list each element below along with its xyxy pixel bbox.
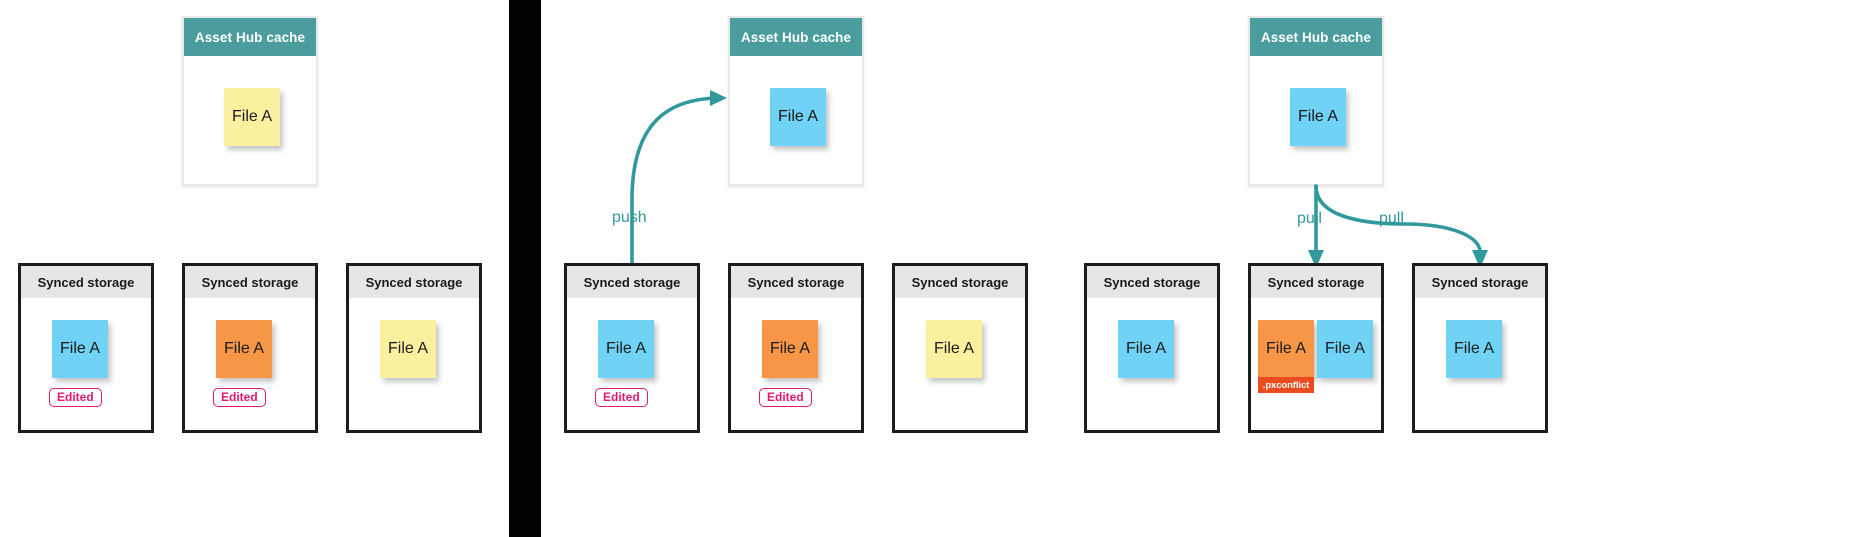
synced-storage-box-3[interactable]: Synced storage File A [892,263,1028,433]
file-note-yellow[interactable]: File A [926,320,982,378]
file-note-label: File A [1125,340,1166,357]
file-note-blue[interactable]: File A [1446,320,1502,378]
synced-storage-title-1: Synced storage [1087,266,1217,298]
synced-storage-body-2: File A .pxconflict File A [1251,298,1381,430]
synced-storage-title-3: Synced storage [349,266,479,298]
pxconflict-badge: .pxconflict [1258,377,1314,393]
synced-storage-title-3: Synced storage [1415,266,1545,298]
synced-storage-body-3: File A [895,298,1025,430]
asset-hub-cache-box[interactable]: Asset Hub cache File A [728,16,864,186]
synced-storage-body-3: File A [1415,298,1545,430]
file-note-label: File A [231,108,272,125]
synced-storage-body-1: File A Edited [21,298,151,430]
synced-storage-box-3[interactable]: Synced storage File A [1412,263,1548,433]
file-note-yellow[interactable]: File A [224,88,280,146]
file-note-label: File A [59,340,100,357]
edited-badge: Edited [213,388,266,407]
synced-storage-body-2: File A Edited [185,298,315,430]
synced-storage-title-1: Synced storage [21,266,151,298]
synced-storage-body-3: File A [349,298,479,430]
pull-arrow-label-1: pull [1297,210,1322,227]
file-note-blue[interactable]: File A [1317,320,1373,378]
panel-1-initial-edit: Asset Hub cache File A Synced storage Fi… [0,0,509,537]
edited-badge: Edited [595,388,648,407]
asset-hub-cache-title: Asset Hub cache [1250,18,1382,56]
file-note-yellow[interactable]: File A [380,320,436,378]
file-note-orange[interactable]: File A [216,320,272,378]
file-note-label: File A [1324,340,1365,357]
edited-badge: Edited [759,388,812,407]
asset-hub-cache-box[interactable]: Asset Hub cache File A [1248,16,1384,186]
synced-storage-body-2: File A Edited [731,298,861,430]
file-note-blue[interactable]: File A [1290,88,1346,146]
pull-arrow-label-2: pull [1379,210,1404,227]
file-note-label: File A [223,340,264,357]
file-note-label: File A [769,340,810,357]
file-note-label: File A [1265,340,1306,357]
synced-storage-title-2: Synced storage [1251,266,1381,298]
file-note-label: File A [1297,108,1338,125]
file-note-label: File A [933,340,974,357]
synced-storage-box-2[interactable]: Synced storage File A .pxconflict File A [1248,263,1384,433]
file-note-blue[interactable]: File A [52,320,108,378]
asset-hub-cache-title: Asset Hub cache [184,18,316,56]
file-note-label: File A [387,340,428,357]
pull-arrows [1308,184,1488,268]
file-note-label: File A [777,108,818,125]
file-note-blue[interactable]: File A [770,88,826,146]
panel-3-pull: Asset Hub cache File A pull pull Synced … [1060,0,1859,537]
file-note-orange[interactable]: File A [762,320,818,378]
synced-storage-title-3: Synced storage [895,266,1025,298]
synced-storage-box-2[interactable]: Synced storage File A Edited [728,263,864,433]
file-note-orange-conflict[interactable]: File A .pxconflict [1258,320,1314,393]
file-note-label: File A [605,340,646,357]
asset-hub-cache-title: Asset Hub cache [730,18,862,56]
synced-storage-box-1[interactable]: Synced storage File A [1084,263,1220,433]
edited-badge: Edited [49,388,102,407]
synced-storage-title-1: Synced storage [567,266,697,298]
asset-hub-cache-body: File A [1250,56,1382,184]
synced-storage-body-1: File A [1087,298,1217,430]
panel-2-push: Asset Hub cache File A push Synced stora… [541,0,1150,537]
synced-storage-box-3[interactable]: Synced storage File A [346,263,482,433]
push-arrow-label: push [612,209,647,226]
asset-hub-cache-box[interactable]: Asset Hub cache File A [182,16,318,186]
synced-storage-title-2: Synced storage [185,266,315,298]
synced-storage-box-1[interactable]: Synced storage File A Edited [564,263,700,433]
synced-storage-title-2: Synced storage [731,266,861,298]
panel-divider-1 [509,0,541,537]
file-note-blue[interactable]: File A [598,320,654,378]
file-note-blue[interactable]: File A [1118,320,1174,378]
synced-storage-box-2[interactable]: Synced storage File A Edited [182,263,318,433]
file-note-label: File A [1453,340,1494,357]
asset-hub-cache-body: File A [184,56,316,184]
asset-hub-cache-body: File A [730,56,862,184]
synced-storage-body-1: File A Edited [567,298,697,430]
synced-storage-box-1[interactable]: Synced storage File A Edited [18,263,154,433]
